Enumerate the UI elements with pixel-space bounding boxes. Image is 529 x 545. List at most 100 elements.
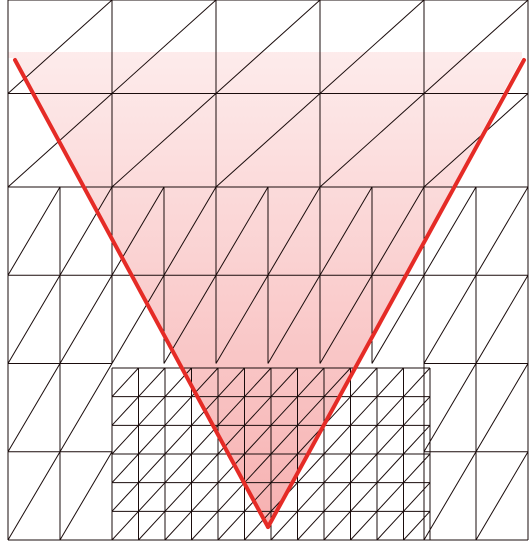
- fine-diagonal: [164, 396, 192, 426]
- coarse-diagonal: [215, 0, 321, 94]
- fine-diagonal: [138, 453, 166, 484]
- fine-diagonal: [323, 367, 351, 398]
- fine-diagonal: [111, 453, 139, 484]
- fine-diagonal: [244, 510, 272, 541]
- medium-diagonal: [7, 363, 61, 453]
- fine-diagonal: [138, 367, 166, 398]
- fine-diagonal: [217, 424, 245, 455]
- fine-diagonal: [270, 510, 298, 541]
- fine-diagonal: [376, 510, 404, 541]
- coarse-diagonal: [215, 93, 321, 188]
- fine-diagonal: [217, 367, 245, 398]
- fine-diagonal: [376, 453, 404, 484]
- medium-diagonal: [7, 186, 61, 276]
- medium-diagonal: [423, 186, 477, 276]
- medium-diagonal: [163, 186, 217, 276]
- fine-diagonal: [217, 453, 245, 484]
- medium-diagonal: [215, 274, 269, 364]
- fine-diagonal: [350, 482, 378, 512]
- fine-diagonal: [323, 510, 351, 541]
- fine-diagonal: [323, 482, 351, 512]
- medium-diagonal: [423, 363, 477, 453]
- fine-diagonal: [244, 367, 272, 398]
- fine-diagonal: [164, 482, 192, 512]
- fine-diagonal: [164, 367, 192, 398]
- fine-diagonal: [164, 510, 192, 541]
- fine-diagonal: [217, 396, 245, 426]
- medium-diagonal: [475, 186, 529, 276]
- fine-diagonal: [164, 453, 192, 484]
- medium-diagonal: [59, 363, 113, 453]
- medium-diagonal: [7, 451, 61, 541]
- fine-diagonal: [403, 453, 431, 484]
- fine-diagonal: [403, 510, 431, 541]
- fine-diagonal: [350, 396, 378, 426]
- fine-diagonal: [297, 367, 325, 398]
- fine-diagonal: [376, 396, 404, 426]
- fine-diagonal: [244, 482, 272, 512]
- fine-diagonal: [138, 424, 166, 455]
- fine-diagonal: [191, 482, 219, 512]
- cone-right-edge: [266, 58, 526, 529]
- coarse-diagonal: [423, 0, 529, 94]
- fine-diagonal: [297, 510, 325, 541]
- medium-diagonal: [111, 186, 165, 276]
- coarse-diagonal: [319, 93, 425, 188]
- fine-diagonal: [217, 510, 245, 541]
- medium-diagonal: [475, 451, 529, 541]
- medium-diagonal: [215, 186, 269, 276]
- coarse-diagonal: [111, 0, 217, 94]
- medium-diagonal: [7, 274, 61, 364]
- fine-diagonal: [350, 510, 378, 541]
- fine-diagonal: [376, 482, 404, 512]
- medium-diagonal: [111, 274, 165, 364]
- fine-diagonal: [350, 367, 378, 398]
- fine-diagonal: [376, 367, 404, 398]
- fine-diagonal: [244, 424, 272, 455]
- fine-diagonal: [111, 396, 139, 426]
- fine-diagonal: [138, 510, 166, 541]
- fine-diagonal: [164, 424, 192, 455]
- medium-diagonal: [423, 274, 477, 364]
- cone-fill: [8, 52, 522, 527]
- fine-diagonal: [350, 453, 378, 484]
- medium-diagonal: [319, 186, 373, 276]
- fine-diagonal: [270, 424, 298, 455]
- medium-diagonal: [267, 186, 321, 276]
- fine-diagonal: [403, 396, 431, 426]
- fine-diagonal: [217, 482, 245, 512]
- fine-diagonal: [403, 482, 431, 512]
- fine-diagonal: [111, 367, 139, 398]
- medium-diagonal: [423, 451, 477, 541]
- fine-diagonal: [297, 482, 325, 512]
- coarse-diagonal: [423, 93, 529, 188]
- medium-diagonal: [475, 363, 529, 453]
- medium-diagonal: [475, 274, 529, 364]
- fine-diagonal: [111, 510, 139, 541]
- medium-diagonal: [59, 274, 113, 364]
- fine-diagonal: [270, 453, 298, 484]
- cone-outline: [13, 58, 526, 529]
- fine-diagonal: [191, 510, 219, 541]
- fine-diagonal: [376, 424, 404, 455]
- fine-diagonal: [111, 424, 139, 455]
- fine-diagonal: [191, 453, 219, 484]
- coarse-diagonal: [319, 0, 425, 94]
- medium-diagonal: [319, 274, 373, 364]
- medium-diagonal: [59, 451, 113, 541]
- fine-diagonal: [403, 424, 431, 455]
- medium-diagonal: [371, 186, 425, 276]
- fine-diagonal: [323, 424, 351, 455]
- medium-diagonal: [267, 274, 321, 364]
- fine-diagonal: [138, 482, 166, 512]
- fine-diagonal: [244, 396, 272, 426]
- fine-diagonal: [297, 396, 325, 426]
- fine-diagonal: [270, 367, 298, 398]
- fine-diagonal: [403, 367, 431, 398]
- fine-diagonal: [138, 396, 166, 426]
- coarse-diagonal: [111, 93, 217, 188]
- fine-diagonal: [323, 453, 351, 484]
- cone-left-edge: [13, 58, 270, 529]
